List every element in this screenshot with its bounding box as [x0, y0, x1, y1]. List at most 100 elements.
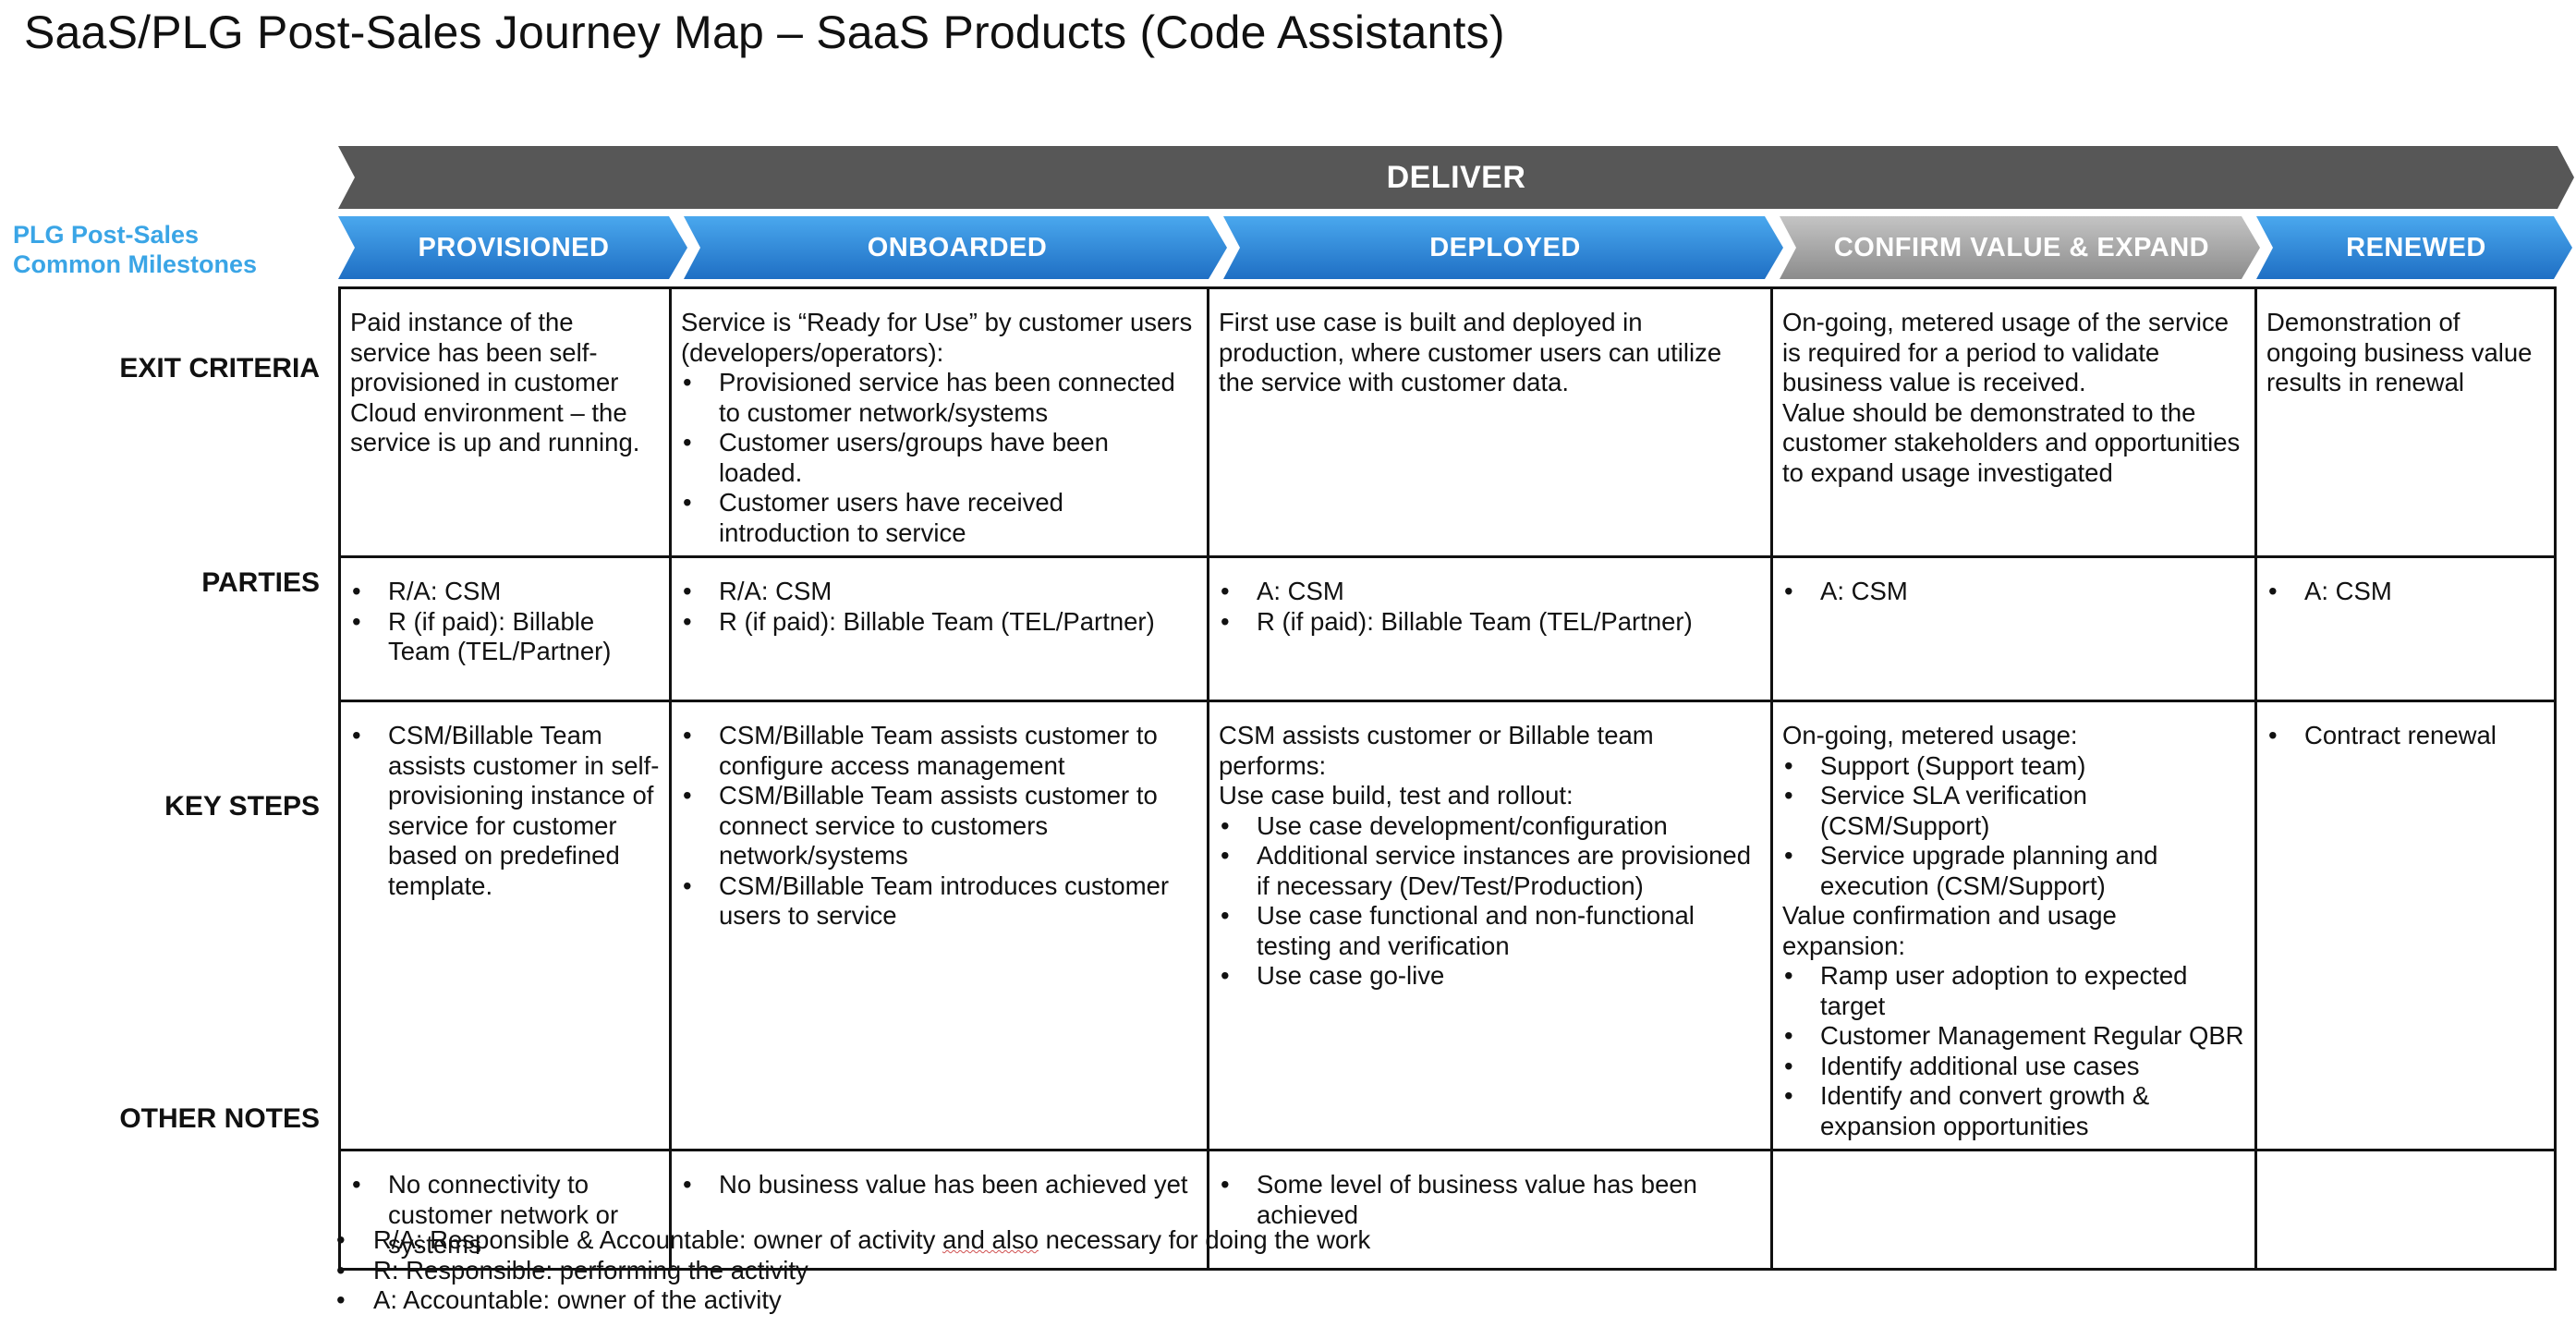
cell-steps-onboarded: CSM/Billable Team assists customer to co…: [669, 700, 1209, 1151]
exit-confirm-text-2: Value should be demonstrated to the cust…: [1782, 397, 2241, 487]
footnote-text: A: Accountable: owner of the activity: [373, 1285, 782, 1314]
list-item: CSM/Billable Team assists customer in se…: [350, 721, 660, 901]
milestones-label-line-1: PLG Post-Sales: [13, 221, 200, 249]
phase-label-renewed: RENEWED: [2346, 232, 2486, 262]
row-label-parties: PARTIES: [201, 567, 320, 598]
list-item: Use case go-live: [1219, 961, 1761, 992]
row-label-key-steps: KEY STEPS: [164, 791, 320, 822]
list-item: R (if paid): Billable Team (TEL/Partner): [1219, 607, 1761, 638]
exit-provisioned-text: Paid instance of the service has been se…: [350, 308, 640, 457]
phase-arrow-renewed: [2256, 216, 2572, 279]
list-item: CSM/Billable Team assists customer to co…: [681, 721, 1197, 781]
parties-confirm-list: A: CSM: [1782, 577, 2245, 607]
footnote-item: R: Responsible: performing the activity: [334, 1256, 1370, 1286]
list-item: Contract renewal: [2266, 721, 2545, 751]
cell-steps-confirm: On-going, metered usage: Support (Suppor…: [1770, 700, 2257, 1151]
row-label-exit-criteria: EXIT CRITERIA: [119, 353, 320, 383]
footnotes-list: R/A: Responsible & Accountable: owner of…: [334, 1225, 1370, 1316]
list-item: Provisioned service has been connected t…: [681, 368, 1197, 428]
steps-deployed-intro: CSM assists customer or Billable team pe…: [1219, 721, 1654, 780]
cell-notes-deployed: Some level of business value has been ac…: [1207, 1149, 1773, 1271]
cell-parties-onboarded: R/A: CSM R (if paid): Billable Team (TEL…: [669, 555, 1209, 702]
exit-renewed-text: Demonstration of ongoing business value …: [2266, 308, 2533, 396]
list-item: Support (Support team): [1782, 751, 2245, 782]
footnote-item: R/A: Responsible & Accountable: owner of…: [334, 1225, 1370, 1256]
exit-confirm-text-1: On-going, metered usage of the service i…: [1782, 308, 2230, 396]
cell-exit-renewed: Demonstration of ongoing business value …: [2254, 286, 2557, 558]
list-item: R/A: CSM: [350, 577, 660, 607]
notes-onboarded-list: No business value has been achieved yet: [681, 1170, 1197, 1200]
list-item: Additional service instances are provisi…: [1219, 841, 1761, 901]
phase-label-onboarded: ONBOARDED: [867, 232, 1048, 262]
cell-steps-provisioned: CSM/Billable Team assists customer in se…: [338, 700, 672, 1151]
cell-exit-onboarded: Service is “Ready for Use” by customer u…: [669, 286, 1209, 558]
steps-onboarded-list: CSM/Billable Team assists customer to co…: [681, 721, 1197, 931]
row-label-other-notes: OTHER NOTES: [119, 1103, 320, 1134]
list-item: Customer users/groups have been loaded.: [681, 428, 1197, 488]
list-item: A: CSM: [1782, 577, 2245, 607]
cell-exit-confirm: On-going, metered usage of the service i…: [1770, 286, 2257, 558]
steps-confirm-list-1: Support (Support team) Service SLA verif…: [1782, 751, 2245, 902]
footnote-text: R: Responsible: performing the activity: [373, 1255, 808, 1284]
steps-renewed-list: Contract renewal: [2266, 721, 2545, 751]
footnote-item: A: Accountable: owner of the activity: [334, 1285, 1370, 1316]
exit-onboarded-list: Provisioned service has been connected t…: [681, 368, 1197, 548]
list-item: R (if paid): Billable Team (TEL/Partner): [681, 607, 1197, 638]
cell-notes-renewed: [2254, 1149, 2557, 1271]
footnote-text: R/A: Responsible & Accountable: owner of…: [373, 1225, 943, 1254]
list-item: Customer Management Regular QBR: [1782, 1021, 2245, 1052]
steps-deployed-list: Use case development/configuration Addit…: [1219, 811, 1761, 992]
stage-banner-graphic: [338, 146, 2574, 279]
list-item: CSM/Billable Team introduces customer us…: [681, 871, 1197, 931]
phase-arrow-deployed: [1223, 216, 1783, 279]
list-item: R/A: CSM: [681, 577, 1197, 607]
cell-notes-confirm: [1770, 1149, 2257, 1271]
phase-label-confirm: CONFIRM VALUE & EXPAND: [1833, 232, 2210, 262]
cell-parties-provisioned: R/A: CSM R (if paid): Billable Team (TEL…: [338, 555, 672, 702]
list-item: Identify additional use cases: [1782, 1052, 2245, 1082]
footnote-flagged-text: and also: [942, 1225, 1039, 1254]
phase-arrow-confirm: [1780, 216, 2260, 279]
deliver-bar: [338, 146, 2574, 209]
table-row-key-steps: CSM/Billable Team assists customer in se…: [338, 700, 2557, 1151]
list-item: Service SLA verification (CSM/Support): [1782, 781, 2245, 841]
phase-label-provisioned: PROVISIONED: [418, 232, 610, 262]
steps-confirm-intro: On-going, metered usage:: [1782, 721, 2078, 749]
page-title: SaaS/PLG Post-Sales Journey Map – SaaS P…: [24, 6, 1505, 58]
cell-exit-provisioned: Paid instance of the service has been se…: [338, 286, 672, 558]
list-item: No business value has been achieved yet: [681, 1170, 1197, 1200]
steps-confirm-intro-2: Value confirmation and usage expansion:: [1782, 901, 2117, 960]
footnote-text: necessary for doing the work: [1039, 1225, 1371, 1254]
cell-exit-deployed: First use case is built and deployed in …: [1207, 286, 1773, 558]
phase-arrow-onboarded: [684, 216, 1227, 279]
cell-steps-deployed: CSM assists customer or Billable team pe…: [1207, 700, 1773, 1151]
journey-map-table: Paid instance of the service has been se…: [338, 286, 2557, 1271]
exit-onboarded-intro: Service is “Ready for Use” by customer u…: [681, 308, 1193, 367]
deliver-label: DELIVER: [1386, 159, 1526, 195]
notes-deployed-list: Some level of business value has been ac…: [1219, 1170, 1761, 1230]
parties-deployed-list: A: CSM R (if paid): Billable Team (TEL/P…: [1219, 577, 1761, 637]
list-item: Use case functional and non-functional t…: [1219, 901, 1761, 961]
phase-label-deployed: DEPLOYED: [1429, 232, 1581, 262]
milestones-label: PLG Post-Sales Common Milestones: [13, 220, 257, 279]
footnotes: R/A: Responsible & Accountable: owner of…: [334, 1225, 1370, 1316]
parties-provisioned-list: R/A: CSM R (if paid): Billable Team (TEL…: [350, 577, 660, 667]
steps-provisioned-list: CSM/Billable Team assists customer in se…: [350, 721, 660, 901]
list-item: A: CSM: [1219, 577, 1761, 607]
list-item: R (if paid): Billable Team (TEL/Partner): [350, 607, 660, 667]
phase-arrow-provisioned: [338, 216, 687, 279]
list-item: Some level of business value has been ac…: [1219, 1170, 1761, 1230]
cell-parties-confirm: A: CSM: [1770, 555, 2257, 702]
list-item: A: CSM: [2266, 577, 2545, 607]
list-item: Service upgrade planning and execution (…: [1782, 841, 2245, 901]
steps-deployed-intro-2: Use case build, test and rollout:: [1219, 781, 1574, 810]
cell-steps-renewed: Contract renewal: [2254, 700, 2557, 1151]
steps-confirm-list-2: Ramp user adoption to expected target Cu…: [1782, 961, 2245, 1141]
list-item: Identify and convert growth & expansion …: [1782, 1081, 2245, 1141]
table-row-exit-criteria: Paid instance of the service has been se…: [338, 286, 2557, 558]
cell-parties-deployed: A: CSM R (if paid): Billable Team (TEL/P…: [1207, 555, 1773, 702]
table-row-parties: R/A: CSM R (if paid): Billable Team (TEL…: [338, 555, 2557, 702]
cell-parties-renewed: A: CSM: [2254, 555, 2557, 702]
list-item: Ramp user adoption to expected target: [1782, 961, 2245, 1021]
list-item: CSM/Billable Team assists customer to co…: [681, 781, 1197, 871]
